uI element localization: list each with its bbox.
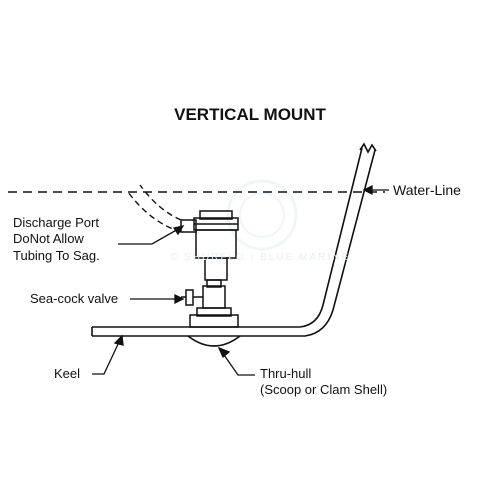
discharge-label-line-2: DoNot Allow [13, 231, 84, 247]
thru-hull-label-line-1: Thru-hull [260, 366, 312, 381]
watermark-text: © SHURFLO / BLUE MARINE [169, 252, 351, 263]
thru-hull-scoop [187, 335, 241, 347]
discharge-port-label: Discharge Port DoNot Allow Tubing To Sag… [13, 215, 100, 264]
waterline-label: Water-Line [393, 182, 461, 198]
thru-hull-label-line-2: (Scoop or Clam Shell) [260, 382, 388, 398]
thru-hull-label: Thru-hull (Scoop or Clam Shell) [260, 366, 387, 399]
watermark-logo [226, 179, 298, 251]
keel-label: Keel [54, 366, 81, 381]
leader-lines [92, 184, 389, 376]
pump-body [193, 210, 239, 281]
discharge-label-line-3: Tubing To Sag. [13, 247, 100, 263]
seacock-label: Sea-cock valve [30, 291, 119, 306]
seacock-valve [181, 279, 226, 309]
discharge-label-line-1: Discharge Port [13, 215, 99, 230]
hull-outline [91, 142, 377, 337]
diagram-title: VERTICAL MOUNT [174, 105, 326, 124]
pump-base-fitting [189, 307, 239, 328]
discharge-tubing [127, 184, 182, 233]
